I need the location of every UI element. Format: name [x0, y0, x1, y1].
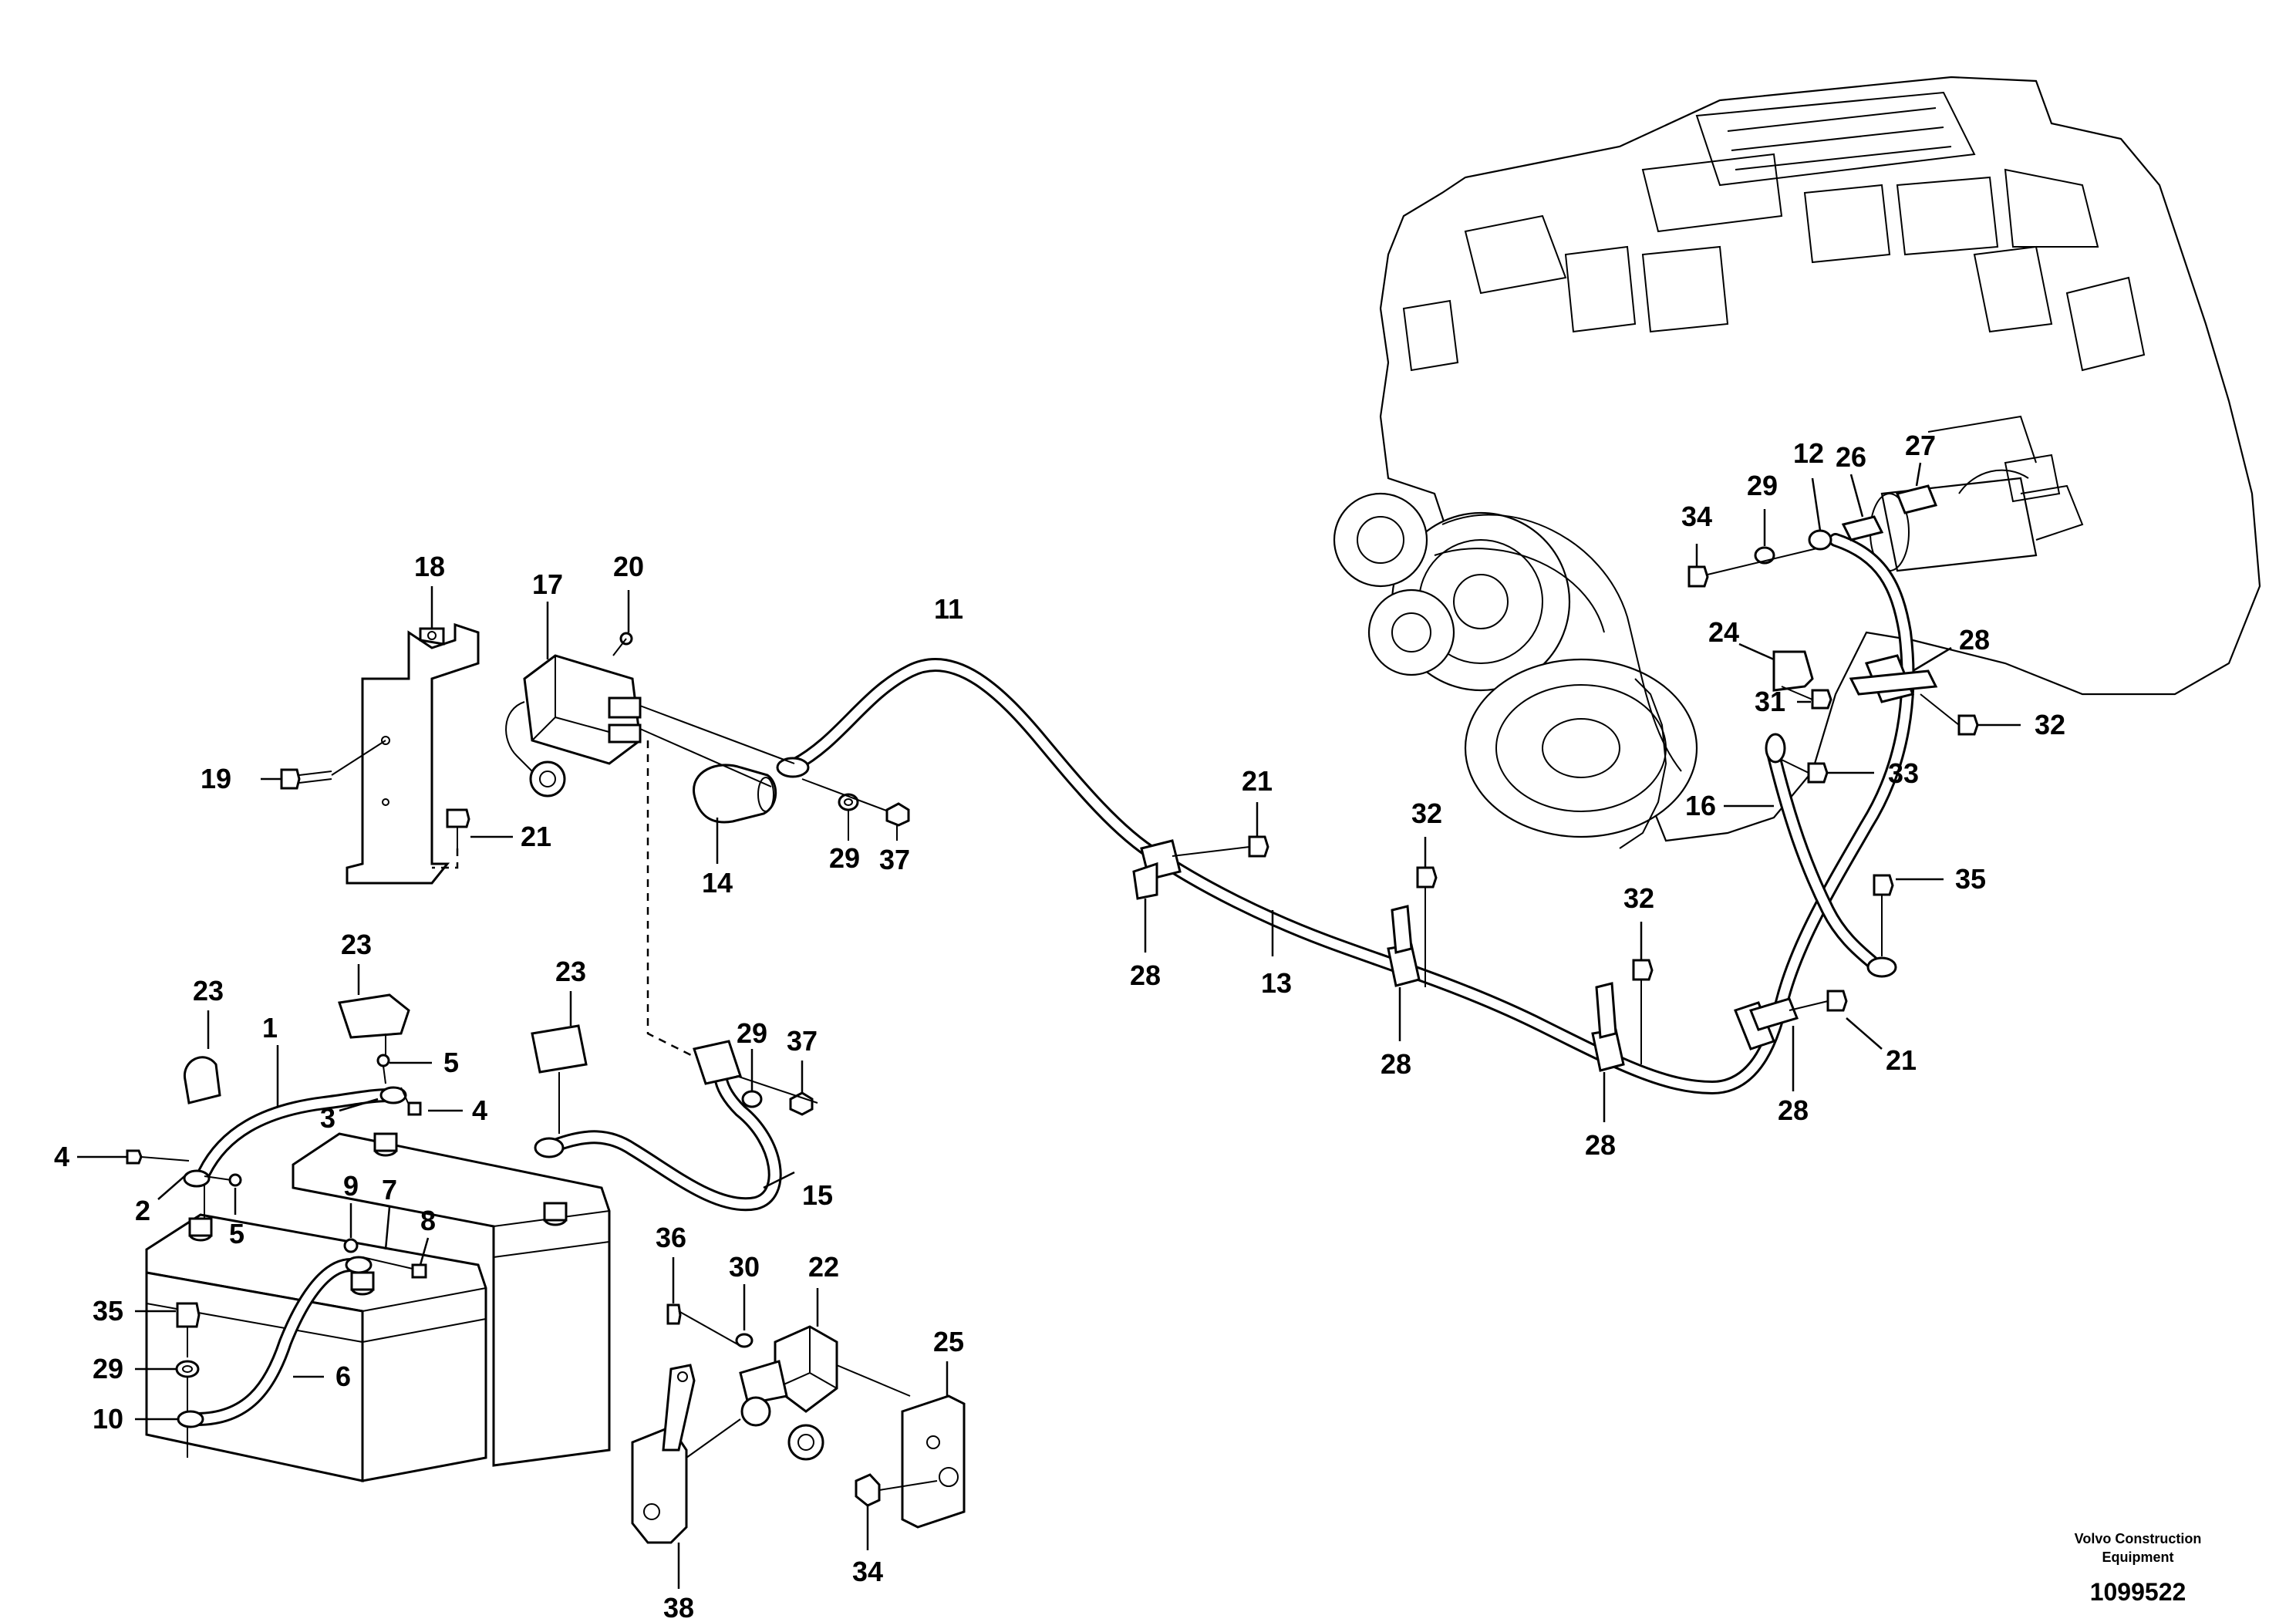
label-18: 18	[414, 551, 445, 582]
label-30: 30	[729, 1251, 760, 1283]
battery-cable-15	[534, 1040, 782, 1212]
label-9: 9	[343, 1170, 359, 1202]
label-28-lower: 28	[1585, 1129, 1616, 1161]
label-8: 8	[420, 1205, 436, 1236]
label-3: 3	[320, 1102, 335, 1134]
part-labels: 1 2 3 4 4 5 5 6 7 8 9 10 11 12 13 14 15 …	[54, 430, 2065, 1622]
engine-illustration	[1333, 76, 2261, 849]
label-2: 2	[135, 1195, 150, 1226]
label-32-center: 32	[1623, 882, 1654, 914]
label-28-left: 28	[1130, 959, 1161, 991]
label-21-right: 21	[1886, 1044, 1917, 1076]
label-37-center: 37	[787, 1025, 818, 1057]
leader-lines	[261, 462, 2021, 1122]
label-38: 38	[663, 1592, 694, 1622]
label-14: 14	[702, 867, 733, 899]
label-15: 15	[802, 1179, 833, 1211]
battery-cable-1	[183, 1086, 407, 1188]
cable-clamps	[1132, 654, 1938, 1072]
label-35-battery: 35	[93, 1295, 123, 1327]
label-23-right: 23	[555, 956, 586, 987]
label-5-lower: 5	[229, 1218, 244, 1249]
label-21-center: 21	[1242, 765, 1273, 797]
batteries	[145, 1132, 611, 1482]
label-25: 25	[933, 1326, 964, 1357]
disconnect-switch-assembly	[631, 1257, 966, 1589]
label-12: 12	[1793, 437, 1824, 469]
label-22: 22	[808, 1251, 839, 1283]
bracket-18	[346, 622, 480, 885]
main-battery-cable	[776, 533, 1915, 1095]
label-1: 1	[262, 1012, 278, 1044]
label-23-center: 23	[341, 929, 372, 960]
label-37-left: 37	[879, 844, 910, 875]
label-10: 10	[93, 1403, 123, 1435]
brand-line-2: Equipment	[2102, 1549, 2174, 1565]
label-23-left: 23	[193, 975, 224, 1007]
label-34-bottom: 34	[852, 1556, 883, 1587]
label-5-upper: 5	[443, 1047, 459, 1078]
label-31: 31	[1755, 686, 1785, 717]
brand-caption: Volvo Construction Equipment	[2061, 1529, 2215, 1566]
battery-cable-6	[177, 1256, 373, 1428]
main-switch-17	[505, 654, 642, 798]
label-4-right: 4	[472, 1094, 487, 1126]
label-24: 24	[1708, 616, 1739, 648]
label-19: 19	[201, 763, 231, 794]
label-29-center: 29	[737, 1017, 767, 1049]
label-33: 33	[1888, 757, 1919, 789]
label-36: 36	[656, 1222, 686, 1253]
label-26: 26	[1836, 441, 1866, 473]
label-13: 13	[1261, 967, 1292, 999]
label-32-left: 32	[1411, 798, 1442, 829]
label-32-right: 32	[2035, 709, 2065, 740]
brand-line-1: Volvo Construction	[2074, 1531, 2202, 1546]
label-35-right: 35	[1955, 863, 1986, 895]
label-29-battery: 29	[93, 1353, 123, 1384]
label-28-right: 28	[1778, 1094, 1809, 1126]
label-4-left: 4	[54, 1141, 69, 1172]
label-28-upper-right: 28	[1959, 624, 1990, 656]
label-11: 11	[934, 593, 963, 625]
label-7: 7	[382, 1174, 397, 1206]
drawing-number: 1099522	[2089, 1578, 2186, 1606]
battery-hardware	[77, 964, 818, 1458]
label-29-left: 29	[829, 842, 860, 874]
label-21-left: 21	[521, 821, 551, 852]
label-16: 16	[1685, 790, 1716, 821]
label-28-center: 28	[1381, 1048, 1411, 1080]
label-6: 6	[335, 1361, 351, 1392]
label-29-right: 29	[1747, 470, 1778, 501]
label-34-right: 34	[1681, 501, 1712, 532]
ground-cable-16	[1765, 733, 1897, 978]
label-17: 17	[532, 568, 563, 600]
label-27: 27	[1905, 430, 1936, 461]
label-20: 20	[613, 551, 644, 582]
